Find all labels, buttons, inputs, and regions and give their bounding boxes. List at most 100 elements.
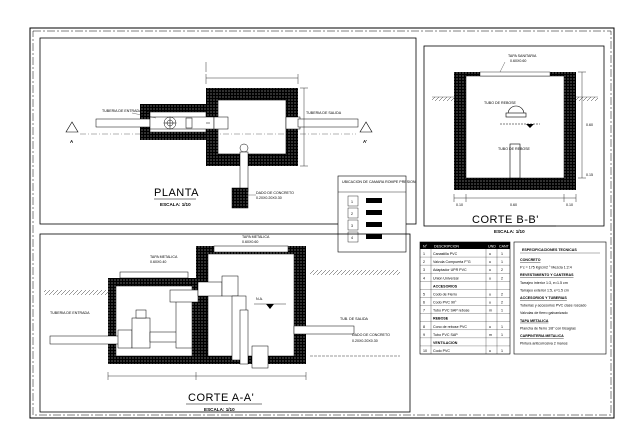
spec-line: Tuberias y accesorios PVC clase roscado bbox=[520, 304, 586, 308]
table-cell: 1 bbox=[501, 252, 503, 256]
planta-dado-label: DADO DE CONCRETO bbox=[256, 191, 294, 195]
bb-rebose-label: TUBO DE REBOSE bbox=[484, 101, 517, 105]
planta-inlet-pipe bbox=[95, 116, 229, 130]
table-cell: 1 bbox=[501, 325, 503, 329]
planta-panel: A A' TUBERIA DE ENTRADA Ø=2" TUBERIA DE … bbox=[39, 37, 417, 253]
table-cell: 2 bbox=[501, 292, 503, 296]
materials-table: N° DESCRIPCION UND CANT 1 Canastilla PVC u… bbox=[419, 241, 511, 355]
aa-tapa2-sub: 0.60X0.60 bbox=[242, 240, 258, 244]
table-row: 8 Cono de rebose PVC u 1 bbox=[420, 325, 510, 330]
aa-outlet-pipe bbox=[239, 309, 355, 369]
spec-line: Pintura anticorrosiva 2 manos bbox=[520, 342, 568, 346]
bb-dim-wall-right: 0.10 bbox=[566, 203, 573, 207]
table-header-und: UND bbox=[488, 245, 496, 249]
table-cell: 6 bbox=[423, 301, 425, 305]
table-header-desc: DESCRIPCION bbox=[434, 245, 459, 249]
planta-inlet-label: TUBERIA DE ENTRADA Ø=2" bbox=[102, 109, 151, 113]
planta-drain bbox=[231, 143, 249, 209]
table-cell: Adaptador UPR PVC bbox=[433, 268, 467, 272]
aa-tapa-sub: 0.60X0.40 bbox=[150, 260, 166, 264]
aa-nivel-label: N.A. bbox=[256, 297, 263, 301]
planta-right-dims bbox=[300, 87, 308, 167]
table-cell: 3 bbox=[423, 268, 425, 272]
section-label-a-prime: A' bbox=[363, 139, 367, 144]
table-cell: 2 bbox=[501, 301, 503, 305]
table-cell: u bbox=[489, 260, 491, 264]
bb-dim-height: 0.60 bbox=[586, 123, 593, 127]
table-cell: m bbox=[489, 309, 492, 313]
table-cell: u bbox=[489, 325, 491, 329]
table-cell: 8 bbox=[423, 325, 425, 329]
aa-dado-sub: 0.20X0.20X0.30 bbox=[352, 339, 378, 343]
specs-title: ESPECIFICACIONES TECNICAS bbox=[522, 248, 577, 252]
bb-tapa-sub: 0.60X0.60 bbox=[510, 59, 526, 63]
table-header-num: N° bbox=[423, 245, 428, 249]
spec-line: Tarrajeo exterior 1:5, e=1.5 cm bbox=[520, 288, 569, 292]
table-cell: REBOSE bbox=[433, 317, 449, 321]
table-cell: VENTILACION bbox=[433, 341, 458, 345]
table-cell: u bbox=[489, 349, 491, 353]
table-cell: Canastilla PVC bbox=[433, 252, 458, 256]
table-cell: 1 bbox=[423, 252, 425, 256]
table-cell: u bbox=[489, 292, 491, 296]
table-row: REBOSE bbox=[420, 317, 510, 322]
table-cell: 1 bbox=[501, 333, 503, 337]
table-cell: Tubo PVC SAP rebose bbox=[433, 309, 470, 313]
table-cell: 1 bbox=[501, 260, 503, 264]
spec-line: Valvulas de fierro galvanizado bbox=[520, 311, 568, 315]
aa-main-chamber bbox=[196, 245, 306, 364]
bb-label-extra: TUBO DE REBOSE bbox=[498, 147, 531, 151]
bb-tapa-label: TAPA SANITARIA bbox=[508, 54, 537, 58]
aa-inlet-label: TUBERIA DE ENTRADA bbox=[50, 311, 90, 315]
corte-bb-panel: TAPA SANITARIA 0.60X0.60 TUBO DE REBOSE … bbox=[423, 45, 605, 234]
table-cell: 2 bbox=[501, 276, 503, 280]
table-cell: ACCESORIOS bbox=[433, 284, 458, 288]
bb-dim-width: 0.60 bbox=[510, 203, 517, 207]
ubicacion-title: UBICACION DE CAMARA ROMPE PRESION bbox=[342, 180, 416, 184]
spec-line: CARPINTERIA METALICA bbox=[520, 334, 564, 338]
table-cell: u bbox=[489, 268, 491, 272]
aa-bottom-dims bbox=[107, 355, 400, 380]
corte-aa-panel: N.A. TAPA METALICA 0.60X0.40 TAPA METALI… bbox=[39, 233, 411, 413]
svg-text:1: 1 bbox=[351, 200, 353, 204]
planta-scale: ESCALA: 1/10 bbox=[160, 202, 191, 207]
spec-line: REVESTIMIENTO Y CANTERAS bbox=[520, 273, 574, 277]
table-cell: 1 bbox=[501, 349, 503, 353]
table-row: 5 Codo de Fierro u 2 bbox=[420, 292, 510, 298]
ubicacion-table: UBICACION DE CAMARA ROMPE PRESION 1 2 3 … bbox=[337, 175, 416, 253]
table-cell: 4 bbox=[423, 276, 425, 280]
table-cell: Codo de Fierro bbox=[433, 292, 457, 296]
ubicacion-row: 3 bbox=[347, 219, 382, 231]
planta-outlet-pipe bbox=[206, 116, 359, 130]
section-marker-a-right: A' bbox=[359, 121, 373, 144]
svg-text:3: 3 bbox=[351, 224, 353, 228]
table-cell: 2 bbox=[501, 268, 503, 272]
table-cell: Codo PVC bbox=[433, 349, 450, 353]
svg-text:4: 4 bbox=[351, 236, 353, 240]
table-row: ACCESORIOS bbox=[420, 284, 510, 290]
aa-outlet-label: TUB. DE SALIDA bbox=[340, 317, 369, 321]
table-cell: Cono de rebose PVC bbox=[433, 325, 467, 329]
bb-dimensions bbox=[453, 71, 586, 202]
aa-tapa-label: TAPA METALICA bbox=[150, 255, 178, 259]
ubicacion-row: 2 bbox=[347, 207, 382, 219]
section-label-a: A bbox=[70, 139, 74, 144]
spec-line: CONCRETO bbox=[520, 258, 541, 262]
svg-text:2: 2 bbox=[351, 212, 353, 216]
planta-top-dimension bbox=[205, 62, 299, 84]
table-cell: 5 bbox=[423, 292, 425, 296]
table-cell: 9 bbox=[423, 333, 425, 337]
spec-line: TAPA METALICA bbox=[520, 319, 549, 323]
table-cell: 7 bbox=[423, 309, 425, 313]
corte-bb-scale: ESCALA: 1/10 bbox=[494, 229, 525, 234]
bb-dim-wall-left: 0.10 bbox=[456, 203, 463, 207]
table-header-cant: CANT bbox=[499, 245, 510, 249]
